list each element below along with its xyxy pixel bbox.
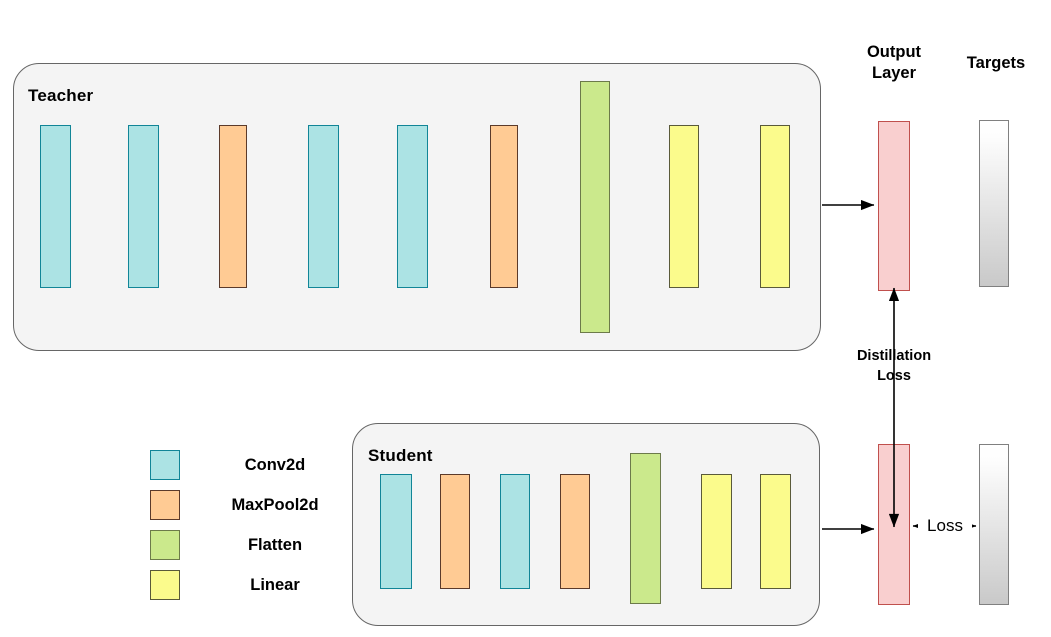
student-layer-linear-6 (760, 474, 791, 589)
student-layer-maxpool2d-3 (560, 474, 590, 589)
teacher-layer-linear-7 (669, 125, 699, 288)
teacher-layer-conv2d-1 (128, 125, 159, 288)
legend-swatch-conv2d-icon (150, 450, 180, 480)
legend-swatch-linear-icon (150, 570, 180, 600)
teacher-layer-linear-8 (760, 125, 790, 288)
teacher-layer-conv2d-4 (397, 125, 428, 288)
student-output-bar (878, 444, 910, 605)
teacher-layer-conv2d-0 (40, 125, 71, 288)
legend-label-conv2d: Conv2d (244, 456, 306, 474)
student-layer-linear-5 (701, 474, 732, 589)
teacher-layer-conv2d-3 (308, 125, 339, 288)
targets-heading: Targets (966, 54, 1026, 72)
student-layer-conv2d-0 (380, 474, 412, 589)
student-group-title: Student (368, 446, 433, 465)
teacher-layer-maxpool2d-5 (490, 125, 518, 288)
teacher-layer-maxpool2d-2 (219, 125, 247, 288)
teacher-targets-bar (979, 120, 1009, 287)
output-layer-heading: Output Layer (866, 43, 922, 82)
legend-label-maxpool2d: MaxPool2d (231, 496, 319, 514)
teacher-group-title: Teacher (28, 86, 94, 105)
teacher-layer-flatten-6 (580, 81, 610, 333)
legend-swatch-flatten-icon (150, 530, 180, 560)
student-layer-maxpool2d-1 (440, 474, 470, 589)
student-layer-conv2d-2 (500, 474, 530, 589)
student-layer-flatten-4 (630, 453, 661, 604)
teacher-output-bar (878, 121, 910, 291)
student-targets-bar (979, 444, 1009, 605)
distillation-loss-label: Distillation Loss (856, 348, 932, 384)
legend-label-flatten: Flatten (247, 536, 303, 554)
legend-swatch-maxpool2d-icon (150, 490, 180, 520)
loss-label: Loss (918, 516, 972, 536)
legend-label-linear: Linear (250, 576, 300, 594)
